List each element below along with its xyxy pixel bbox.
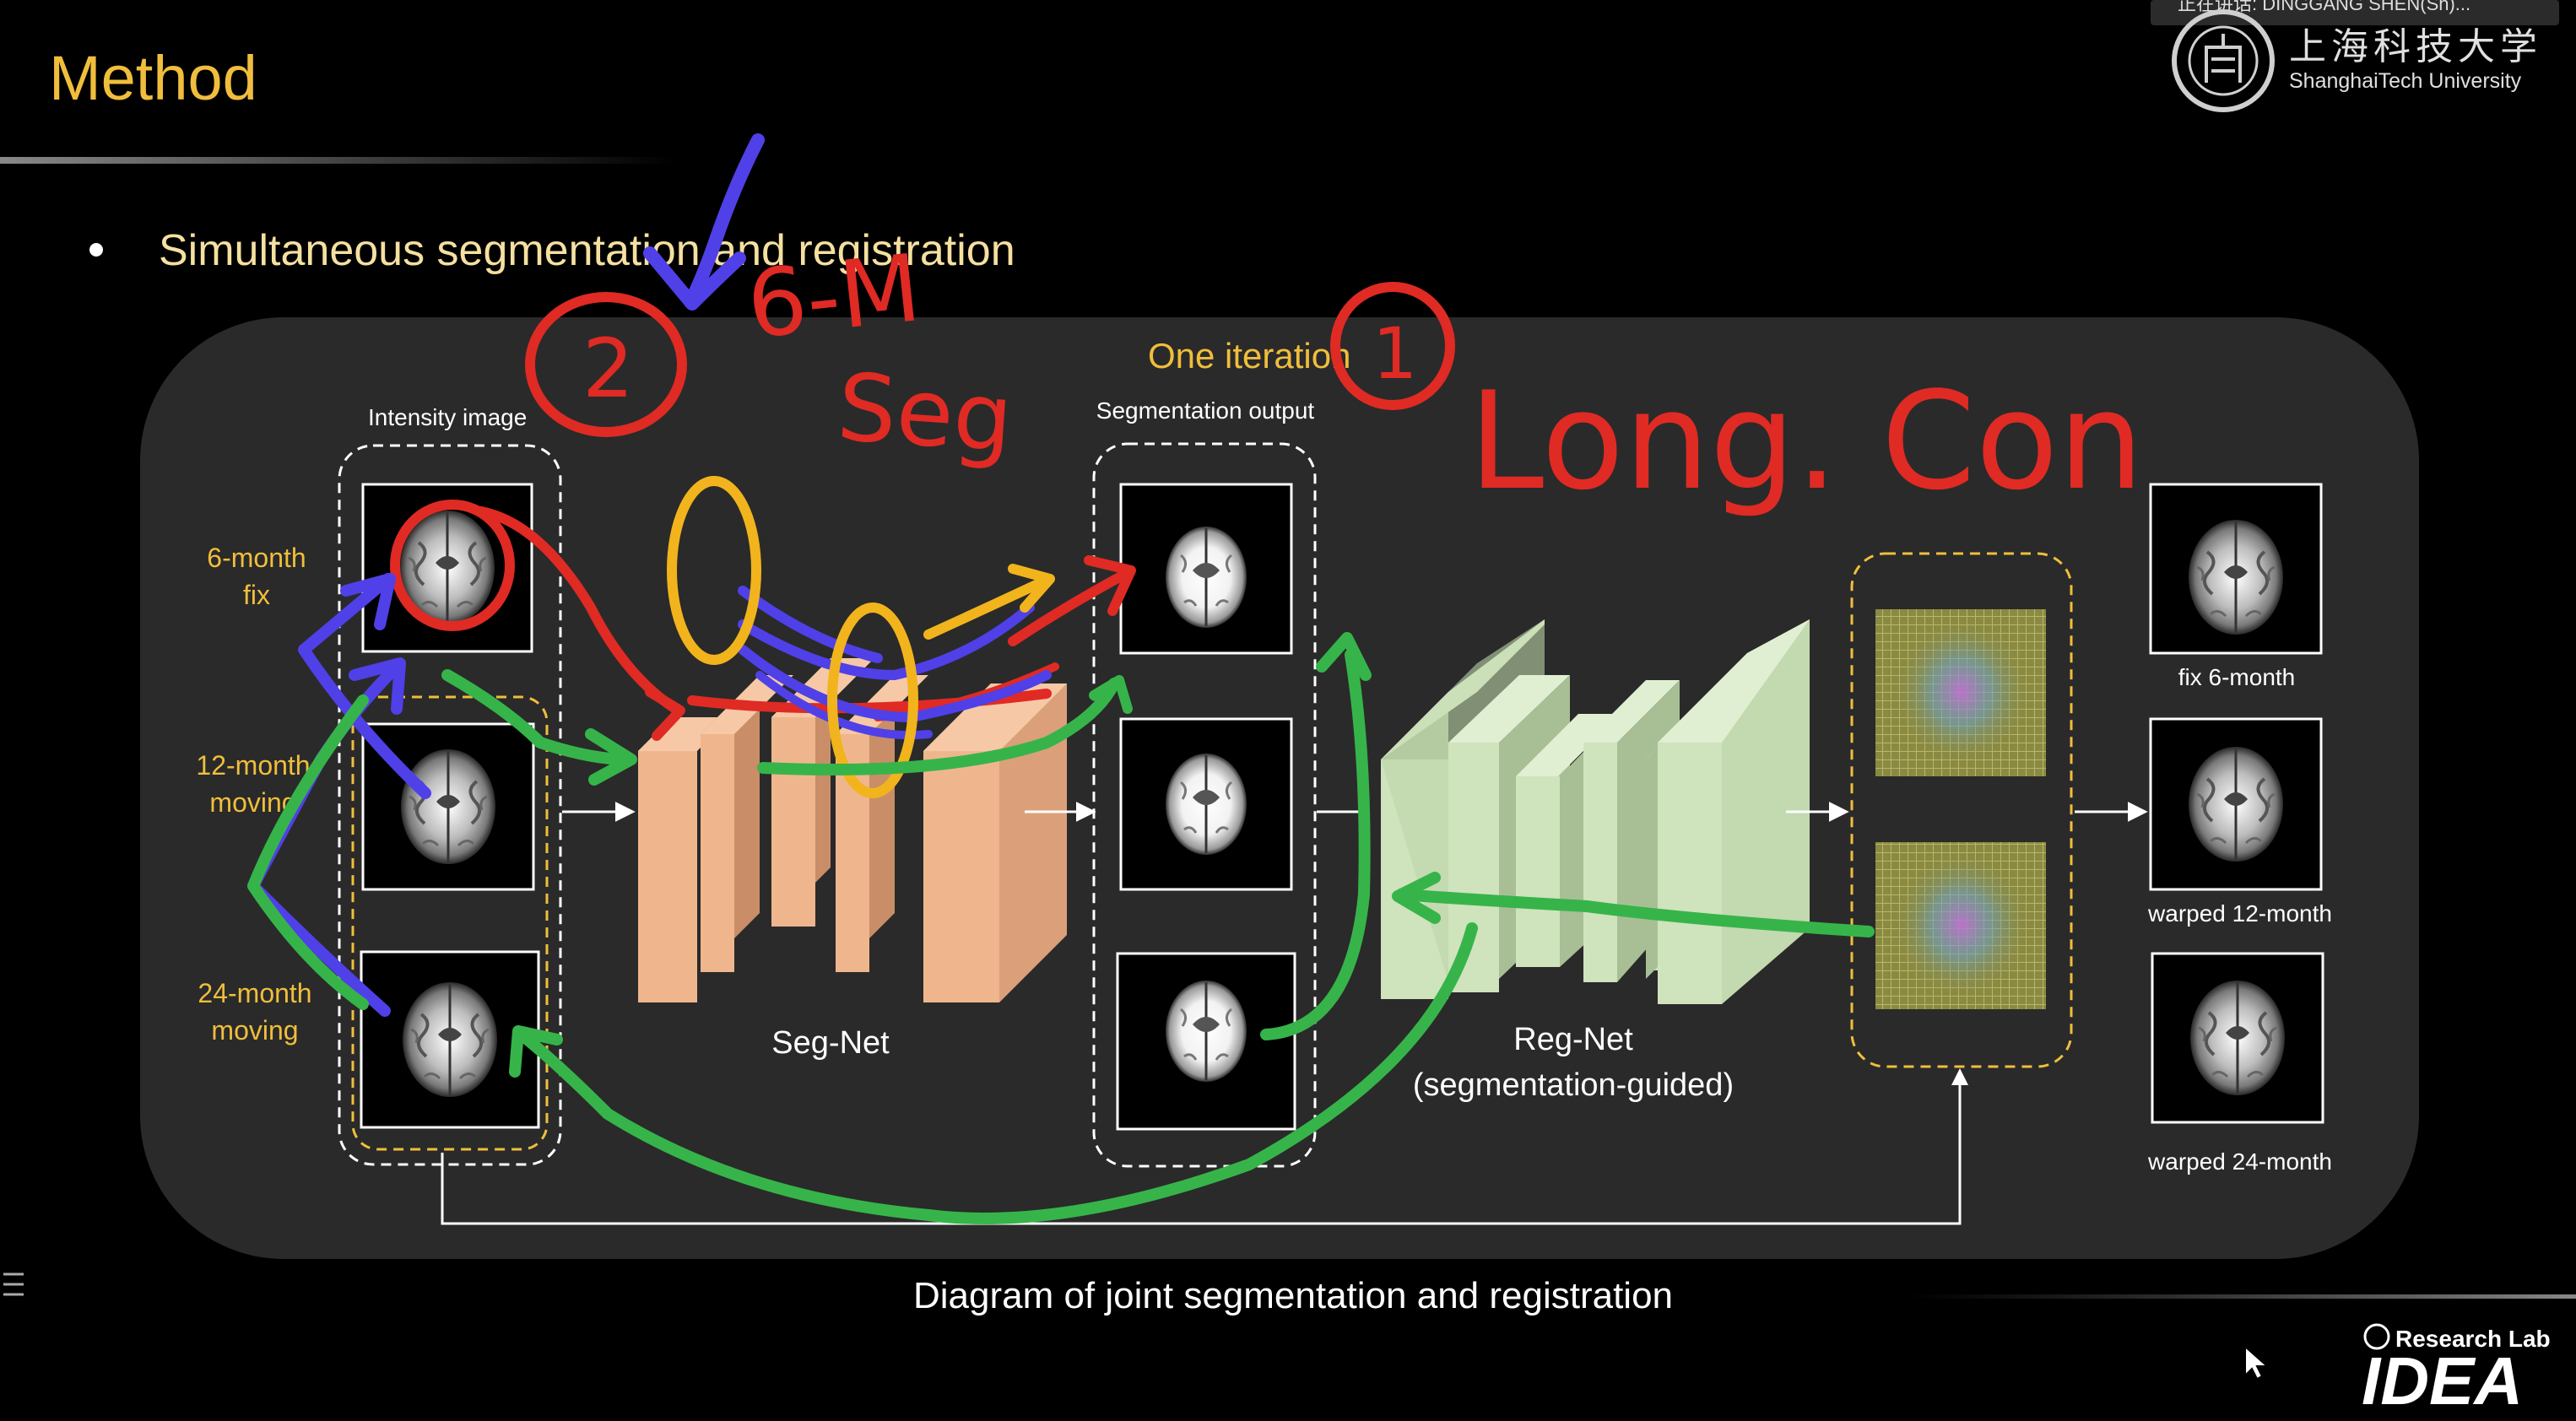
output-label-warped-12-month: warped 12-month — [2147, 900, 2332, 927]
seg-output-image-6-month — [1119, 483, 1293, 655]
brain-logo-icon — [2363, 1323, 2390, 1350]
input-label-6-month-line2: fix — [243, 580, 270, 610]
deformation-field-12-month — [1875, 609, 2046, 776]
group-title: One iteration — [1148, 336, 1350, 376]
reg-net-block — [1381, 619, 1810, 1004]
input-label-24-month-line2: moving — [211, 1015, 298, 1045]
speaker-text: 正在讲话: DINGGANG SHEN(Sh)... — [2178, 0, 2470, 14]
bullet-text: Simultaneous segmentation and registrati… — [159, 226, 1015, 275]
lab-logo-text: IDEA — [2362, 1343, 2523, 1418]
output-image-fix-6-month — [2149, 483, 2323, 655]
seg-net-label: Seg-Net — [771, 1025, 890, 1061]
seg-output-image-12-month — [1119, 717, 1293, 891]
title-divider — [0, 157, 675, 164]
intensity-group-box — [338, 444, 562, 1166]
diagram-caption: Diagram of joint segmentation and regist… — [913, 1275, 1673, 1316]
output-label-warped-24-month: warped 24-month — [2147, 1148, 2332, 1175]
research-lab-logo: Research Lab IDEA — [2362, 1323, 2551, 1418]
slide-title: Method — [49, 43, 257, 113]
annotation-circle-1 — [1330, 282, 1455, 410]
lab-name: Research Lab — [2395, 1326, 2551, 1352]
annotation-yellow-oval-2 — [827, 602, 918, 798]
moving-group-box — [351, 695, 549, 1151]
input-label-12-month-line1: 12-month — [196, 750, 310, 781]
seg-output-image-24-month — [1116, 952, 1296, 1131]
output-image-warped-12-month — [2149, 717, 2323, 891]
mouse-cursor-icon — [2244, 1344, 2270, 1380]
feedback-line — [441, 1082, 1962, 1225]
intensity-label: Intensity image — [368, 404, 527, 430]
reg-net-label-line1: Reg-Net — [1513, 1022, 1633, 1057]
university-logo: 上海科技大学 ShanghaiTech University — [2172, 9, 2542, 112]
deformation-field-24-month — [1875, 842, 2046, 1009]
feedback-arrow-head — [1951, 1068, 1968, 1085]
menu-icon[interactable] — [3, 1272, 24, 1296]
annotation-seg-text: Seg — [834, 353, 1016, 473]
annotation-yellow-oval-1 — [667, 476, 761, 665]
input-image-12-month — [361, 722, 535, 891]
annotation-blue-arrow — [684, 133, 765, 309]
caption-divider — [1908, 1294, 2576, 1299]
output-image-warped-24-month — [2151, 952, 2324, 1124]
seg-output-group-box — [1092, 442, 1317, 1168]
deformation-group-box — [1850, 552, 2073, 1068]
university-name-en: ShanghaiTech University — [2289, 69, 2522, 93]
reg-net-label-line2: (segmentation-guided) — [1413, 1067, 1734, 1103]
input-label-6-month-line1: 6-month — [207, 543, 306, 573]
input-image-24-month — [360, 950, 540, 1129]
input-label-24-month-line1: 24-month — [198, 978, 311, 1008]
annotation-circle-1-text: 1 — [1372, 312, 1417, 395]
annotation-red-circle-input — [390, 500, 515, 631]
annotation-layer: 2 6-M Seg 1 Long. Con — [247, 133, 2144, 1224]
annotation-circle-2-text: 2 — [582, 321, 634, 416]
seg-output-label: Segmentation output — [1096, 397, 1315, 424]
bullet-dot — [89, 243, 103, 257]
annotation-6m-text: 6-M — [742, 234, 925, 359]
annotation-green-left — [247, 694, 369, 1010]
output-label-fix-6-month: fix 6-month — [2178, 664, 2296, 690]
annotation-long-con: Long. Con — [1469, 362, 2144, 520]
university-name-cn: 上海科技大学 — [2289, 26, 2542, 68]
annotation-circle-2 — [525, 292, 687, 437]
university-seal-icon — [2172, 9, 2275, 112]
